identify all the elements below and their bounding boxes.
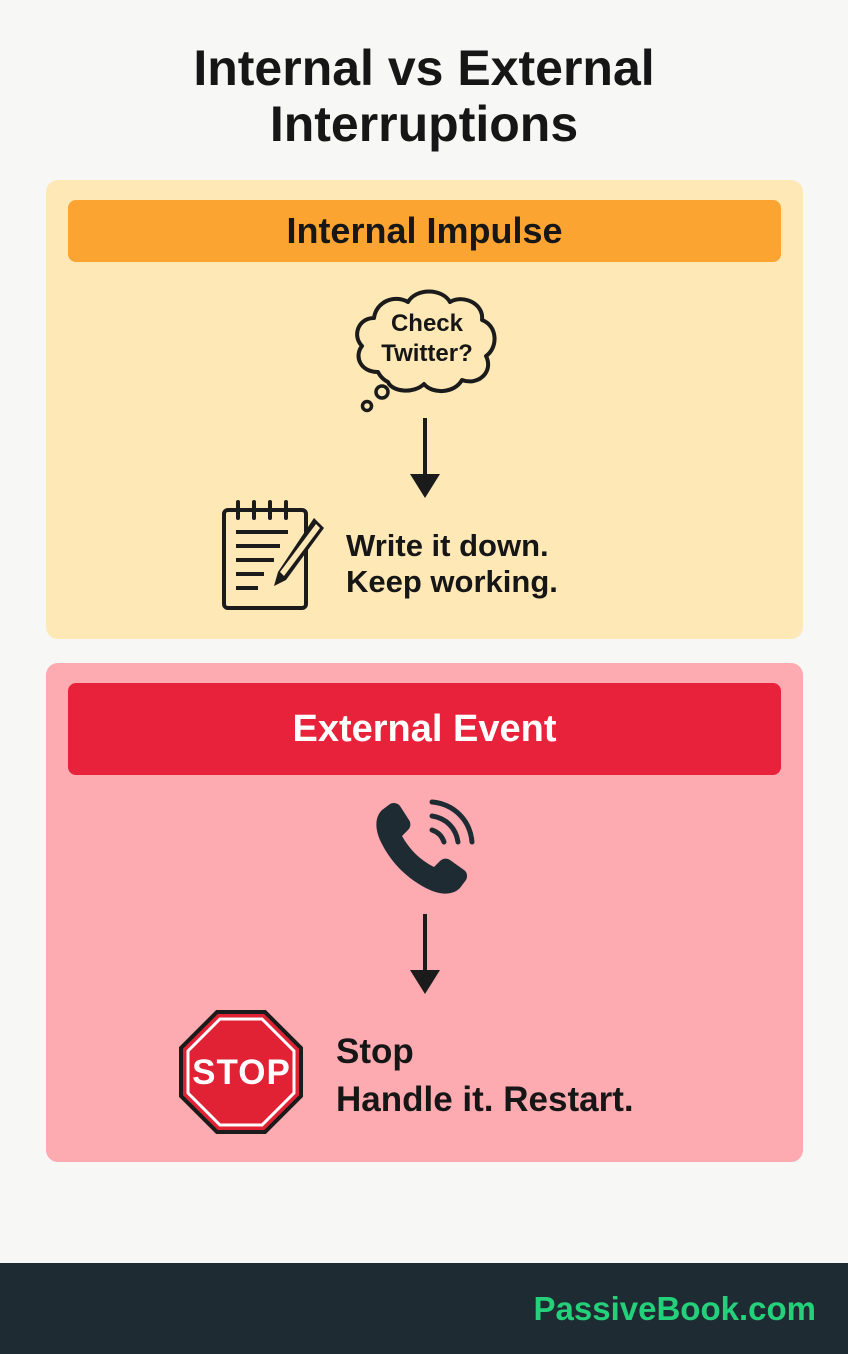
internal-action-text: Write it down. Keep working.: [346, 528, 558, 600]
title-line-1: Internal vs External: [193, 40, 655, 96]
thought-bubble-icon: [355, 289, 497, 413]
footer-bar: PassiveBook.com: [0, 1263, 848, 1354]
internal-impulse-header: Internal Impulse: [68, 200, 781, 262]
internal-action-line-2: Keep working.: [346, 564, 558, 599]
down-arrow-icon: [410, 418, 440, 498]
external-action-line-1: Stop: [336, 1032, 414, 1071]
stop-sign-label: STOP: [192, 1053, 291, 1092]
stop-sign-icon: [179, 1010, 303, 1134]
internal-action-line-1: Write it down.: [346, 528, 549, 563]
title-line-2: Interruptions: [269, 96, 579, 152]
external-action-text: Stop Handle it. Restart.: [336, 1028, 634, 1124]
external-action-line-2: Handle it. Restart.: [336, 1080, 634, 1119]
page-title: Internal vs External Interruptions: [0, 40, 848, 152]
ringing-phone-icon: [376, 799, 475, 894]
thought-bubble-text: Check Twitter?: [352, 309, 502, 369]
thought-line-2: Twitter?: [381, 340, 473, 367]
down-arrow-icon: [410, 914, 440, 994]
thought-line-1: Check: [390, 310, 464, 337]
external-event-header: External Event: [68, 683, 781, 775]
notepad-pencil-icon: [222, 500, 324, 610]
brand-link[interactable]: PassiveBook.com: [533, 1290, 816, 1327]
internal-impulse-panel: Internal Impulse: [46, 180, 803, 639]
external-event-panel: External Event: [46, 663, 803, 1162]
